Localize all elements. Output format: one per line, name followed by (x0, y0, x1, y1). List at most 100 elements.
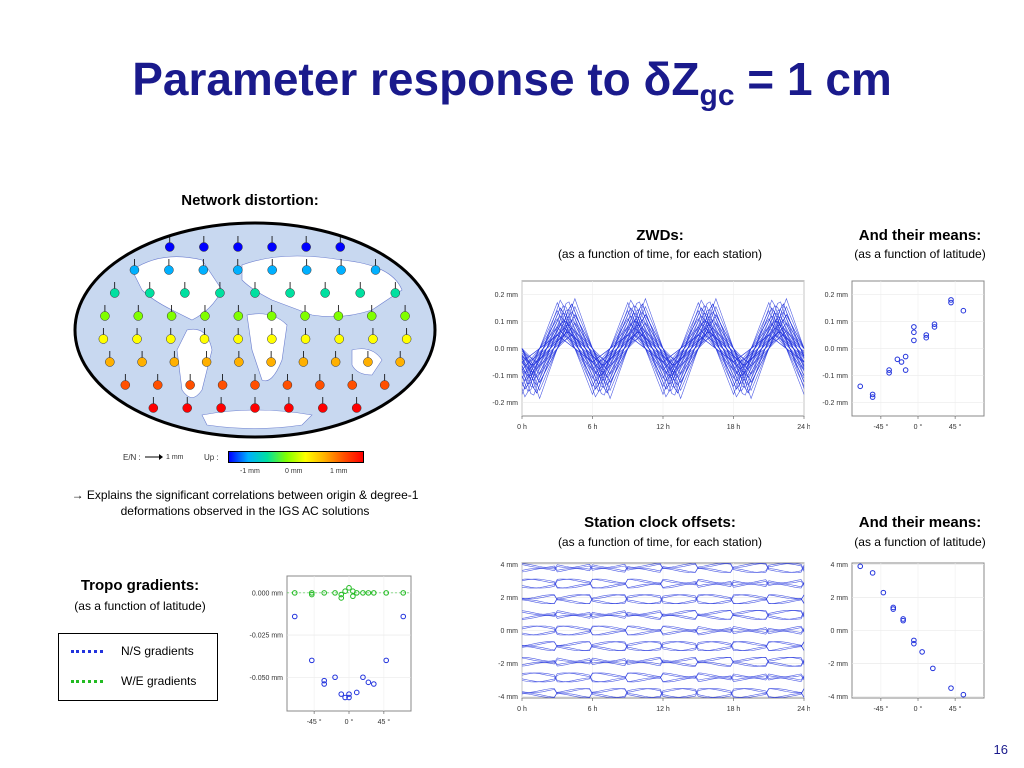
x-tick-label: 45 ° (949, 423, 962, 431)
data-point-we (383, 590, 389, 596)
data-point (931, 321, 938, 328)
station-pin (298, 351, 309, 367)
x-tick-label: 6 h (588, 706, 598, 713)
station-pin (164, 259, 174, 275)
series-line (521, 641, 805, 652)
data-point-we (332, 590, 338, 596)
legend-en-label: E/N : (123, 453, 141, 462)
y-tick-label: 4 mm (501, 562, 519, 569)
data-point (911, 324, 917, 330)
data-point-we (309, 590, 315, 596)
y-tick-label: -2 mm (828, 661, 848, 668)
legend-item-ns: N/S gradients (71, 644, 194, 658)
colorbar-tick: 0 mm (285, 468, 303, 475)
x-tick-label: 24 h (797, 424, 810, 431)
series-line (522, 641, 805, 652)
station-pin (334, 328, 344, 344)
series-line (521, 656, 805, 667)
x-tick-label: -45 ° (873, 705, 888, 713)
data-point-ns (321, 681, 327, 687)
data-point-we (338, 595, 345, 601)
station-pin (201, 351, 212, 367)
station-pin (351, 397, 362, 413)
station-pin (233, 328, 243, 344)
series-line (521, 594, 805, 605)
y-tick-label: 0.000 mm (252, 590, 283, 597)
data-point (890, 606, 897, 612)
data-point (898, 359, 905, 365)
series-line (522, 688, 805, 698)
data-point-ns (291, 613, 298, 620)
page-number: 16 (993, 742, 1008, 757)
station-pin (401, 328, 412, 344)
y-tick-label: 0.2 mm (825, 292, 849, 299)
station-pin (198, 259, 209, 275)
station-pin (233, 236, 243, 252)
x-tick-label: -45 ° (873, 423, 888, 431)
clock-means-label: And their means: (858, 514, 982, 531)
data-point (923, 332, 930, 338)
legend-en-scale: 1 mm (166, 454, 184, 461)
y-tick-label: 2 mm (501, 595, 519, 602)
station-pin (300, 305, 310, 321)
data-point-we (346, 585, 352, 591)
data-point-we (338, 591, 345, 598)
station-pin (282, 374, 293, 390)
x-tick-label: 0 ° (914, 705, 923, 713)
station-pin (336, 259, 346, 275)
series-line (521, 301, 805, 396)
series-line (521, 641, 805, 652)
station-pin (355, 282, 365, 298)
ns-line-swatch (71, 649, 103, 653)
series-line (521, 641, 805, 652)
y-tick-label: -4 mm (498, 694, 518, 701)
station-pin (301, 236, 311, 252)
station-pin (368, 328, 378, 344)
data-point-ns (321, 677, 327, 684)
station-pin (98, 328, 109, 344)
data-point (948, 685, 954, 691)
y-tick-label: -4 mm (828, 694, 848, 701)
station-pin (216, 397, 226, 413)
data-point (886, 367, 892, 373)
data-point-ns (338, 691, 345, 697)
data-point (930, 665, 936, 672)
y-tick-label: -0.025 mm (250, 633, 284, 640)
data-point-ns (346, 694, 352, 701)
x-tick-label: 0 ° (914, 423, 923, 431)
tropo-chart: 0.000 mm-0.025 mm-0.050 mm-45 °0 °45 ° (232, 570, 417, 735)
station-pin (100, 305, 110, 321)
x-tick-label: 12 h (656, 424, 670, 431)
x-tick-label: 12 h (656, 706, 670, 713)
page-title: Parameter response to δZgc = 1 cm (0, 52, 1024, 113)
station-pin (390, 282, 401, 298)
station-pin (215, 282, 225, 298)
data-point-ns (309, 657, 315, 664)
x-tick-label: 0 h (517, 424, 527, 431)
station-pin (234, 351, 244, 367)
y-tick-label: 0 mm (831, 628, 849, 635)
legend-we-text: W/E gradients (121, 674, 197, 688)
station-pin (199, 328, 210, 344)
series-line (521, 309, 805, 388)
station-pin (315, 374, 325, 390)
series-line (521, 314, 805, 383)
x-tick-label: 6 h (588, 424, 598, 431)
series-line (521, 594, 805, 605)
station-pin (333, 305, 344, 321)
y-tick-label: 0.1 mm (495, 319, 519, 326)
data-point-ns (400, 613, 407, 620)
data-point (948, 297, 954, 303)
zwd-means-label: And their means: (858, 227, 982, 244)
x-tick-label: 0 h (517, 706, 527, 713)
station-pin (182, 397, 192, 413)
station-pin (320, 282, 330, 298)
station-pin (145, 282, 155, 298)
series-line (521, 688, 805, 698)
station-pin (132, 328, 142, 344)
legend-up-label: Up : (204, 453, 219, 462)
series-line (521, 656, 805, 667)
data-point (923, 334, 930, 341)
series-line (521, 299, 805, 398)
data-point (919, 649, 925, 655)
